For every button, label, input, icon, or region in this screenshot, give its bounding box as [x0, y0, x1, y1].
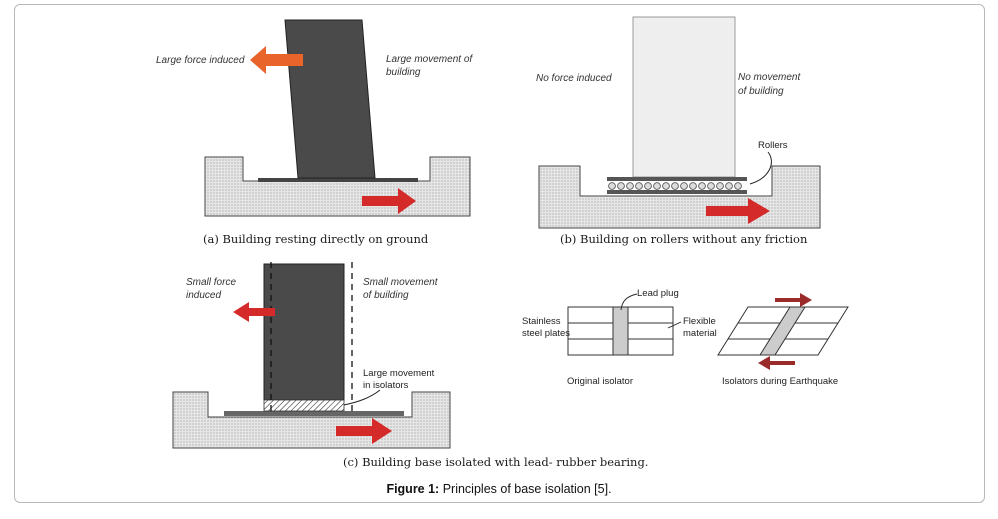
force-label-c-1: Small force: [186, 277, 236, 288]
caption-c: (c) Building base isolated with lead- ru…: [343, 455, 648, 469]
force-label-b: No force induced: [536, 73, 612, 84]
lead-rubber-isolator-c: [263, 399, 345, 412]
building-a: [284, 19, 376, 179]
plates-label-1: Stainless: [522, 316, 561, 327]
lead-plug-leader: [620, 293, 638, 311]
flexible-label-1: Flexible: [683, 316, 716, 327]
rollers-label: Rollers: [758, 140, 788, 151]
ground-arrow-b: [706, 198, 770, 224]
top-shear-arrow: [775, 293, 812, 307]
movement-label-c-2: of building: [363, 290, 409, 301]
force-arrow-a: [250, 46, 303, 74]
flexible-leader: [667, 321, 682, 329]
building-c: [263, 263, 345, 401]
panel-b: No force induced No movement of building…: [536, 16, 821, 246]
earthquake-label: Isolators during Earthquake: [722, 376, 838, 387]
figure-caption: Figure 1: Principles of base isolation […: [0, 482, 998, 496]
movement-label-a-2: building: [386, 67, 421, 78]
foundation-slab-c: [224, 411, 404, 416]
plates-label-2: steel plates: [522, 328, 570, 339]
panel-c: Small force induced Small movement of bu…: [172, 262, 648, 469]
original-isolator: [567, 306, 674, 356]
rollers: [608, 182, 742, 190]
figure-label: Figure 1:: [386, 482, 440, 496]
movement-label-b-2: of building: [738, 86, 784, 97]
isolator-label-c-2: in isolators: [363, 380, 409, 391]
flexible-label-2: material: [683, 328, 717, 339]
rollers-leader: [749, 151, 772, 185]
foundation-slab-a: [258, 178, 418, 182]
force-arrow-c: [233, 302, 275, 322]
caption-a: (a) Building resting directly on ground: [203, 232, 429, 246]
caption-b: (b) Building on rollers without any fric…: [560, 232, 808, 246]
original-isolator-label: Original isolator: [567, 376, 633, 387]
roller-plate-top: [607, 177, 747, 181]
force-label-a: Large force induced: [156, 55, 245, 66]
panel-a: Large force induced Large movement of bu…: [156, 19, 473, 246]
roller-plate-bottom: [607, 190, 747, 194]
figure-text: Principles of base isolation [5].: [439, 482, 612, 496]
ground-arrow-c: [336, 418, 392, 444]
ground-arrow-a: [362, 188, 416, 214]
building-b: [632, 16, 736, 178]
isolator-leader-c: [343, 389, 381, 406]
bottom-shear-arrow: [758, 356, 795, 370]
movement-label-b-1: No movement: [738, 72, 801, 83]
isolator-label-c-1: Large movement: [363, 368, 435, 379]
force-label-c-2: induced: [186, 290, 221, 301]
movement-label-a-1: Large movement of: [386, 54, 473, 65]
deformed-isolator: [717, 306, 849, 356]
lead-plug-label: Lead plug: [637, 288, 679, 299]
panel-d: Lead plug Stainless steel plates Flexibl…: [522, 288, 849, 387]
movement-label-c-1: Small movement: [363, 277, 439, 288]
